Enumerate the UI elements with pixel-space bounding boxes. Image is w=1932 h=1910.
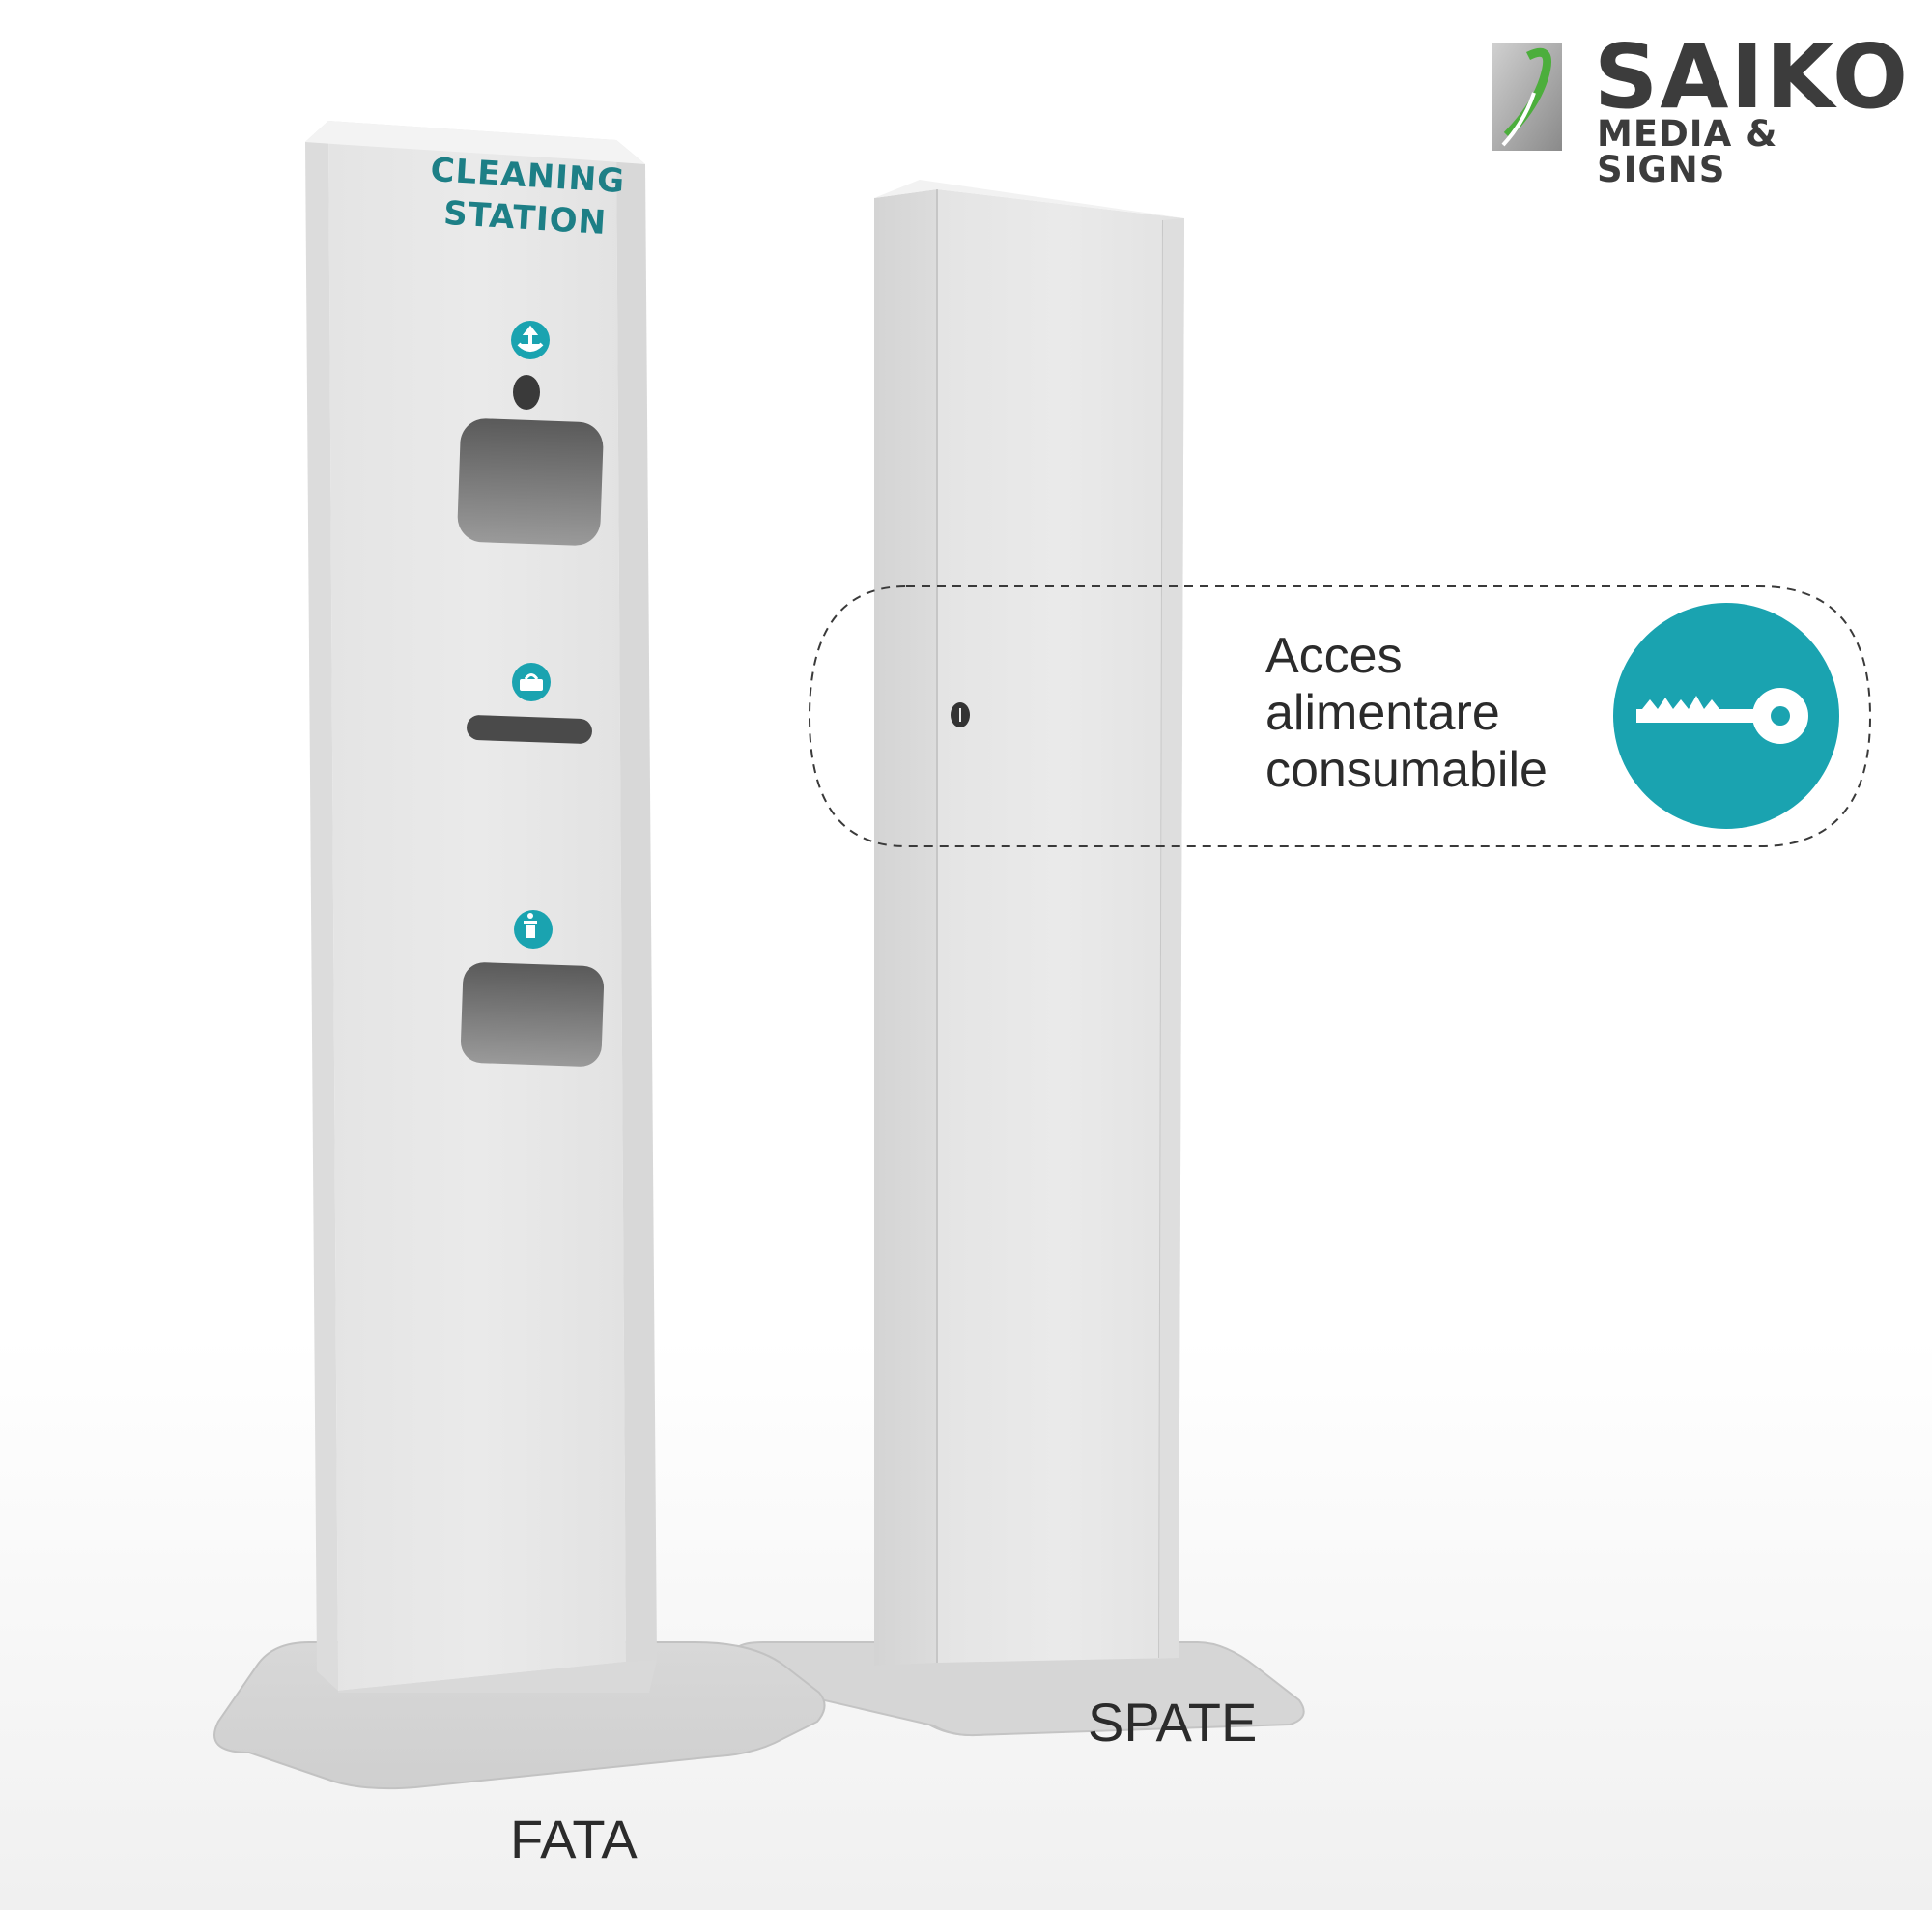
back-unit-caption: SPATE [1088, 1692, 1258, 1753]
front-main-face [328, 121, 626, 1691]
front-unit [213, 121, 826, 1790]
saiko-swoosh-logo [1492, 43, 1562, 151]
brand-tagline: MEDIA & SIGNS [1597, 113, 1778, 190]
callout-line-3: consumabile [1265, 742, 1548, 798]
sensor-dot [513, 375, 540, 410]
callout-line-2: alimentare [1265, 685, 1500, 741]
callout [808, 585, 1872, 847]
callout-text: Acces alimentare consumabile [1265, 628, 1548, 799]
station-title: CLEANING STATION [380, 146, 674, 248]
sanitizer-opening [457, 418, 604, 546]
back-unit [730, 180, 1305, 1737]
key-icon [1636, 688, 1808, 744]
callout-dashed-outline [808, 585, 1872, 847]
back-rear-face [937, 189, 1184, 1663]
back-side-face [874, 189, 937, 1666]
callout-line-1: Acces [1265, 628, 1403, 684]
wipes-slot [467, 715, 592, 744]
front-unit-caption: FATA [510, 1809, 638, 1869]
trash-opening [460, 962, 605, 1067]
front-left-chamfer [305, 121, 338, 1691]
brand-logo: SAIKO MEDIA & SIGNS [1492, 33, 1908, 188]
front-right-chamfer [616, 140, 657, 1662]
brand-name: SAIKO [1594, 25, 1911, 128]
